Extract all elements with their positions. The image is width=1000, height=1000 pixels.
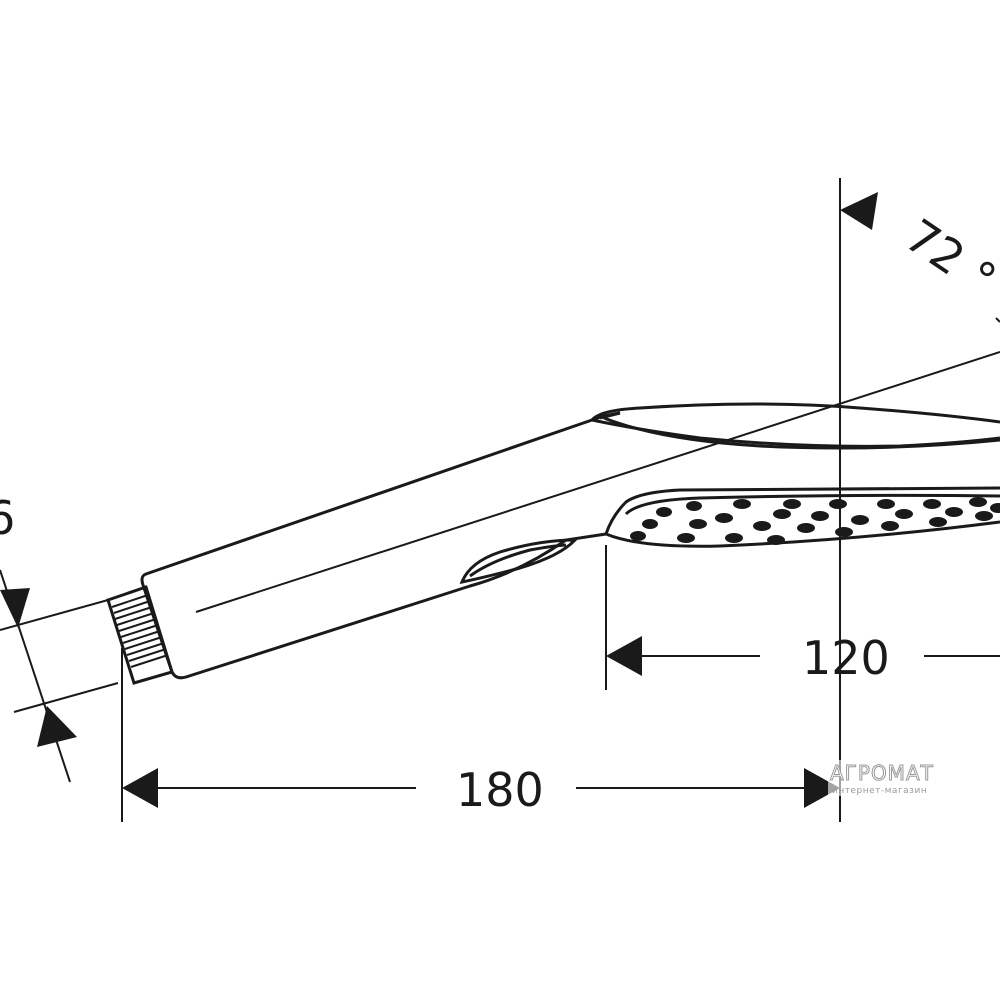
- diameter-arrow-bottom: [37, 706, 77, 747]
- length-arrow-right: [804, 768, 840, 808]
- spray-width-dimension: 120: [606, 631, 1000, 685]
- watermark-title: АГРОМАТ: [830, 761, 934, 785]
- spray-nozzles: [630, 497, 1000, 545]
- angle-arc-stub: [995, 317, 1000, 323]
- head-top-shield: [590, 402, 1000, 448]
- head-top-inner: [603, 416, 1000, 450]
- overall-length-dimension: 180: [122, 763, 840, 817]
- angle-arrow: [840, 192, 878, 230]
- diameter-label: 6: [0, 491, 15, 545]
- left-diameter-dimension: 6: [0, 491, 119, 783]
- diameter-extension-bottom: [13, 682, 119, 713]
- spray-width-arrow-left: [606, 636, 642, 676]
- threaded-connector: [106, 585, 174, 685]
- store-watermark: АГРОМАТ интернет-магазин: [828, 760, 966, 796]
- length-arrow-left: [122, 768, 158, 808]
- spray-width-label: 120: [802, 631, 890, 685]
- diameter-arrow-top: [0, 588, 30, 628]
- handle: [140, 411, 621, 680]
- watermark-background: [828, 760, 966, 796]
- handle-axis-line: [195, 351, 1000, 613]
- spray-face: [604, 486, 1000, 548]
- angle-dimension: 72 °: [840, 192, 1000, 323]
- length-label: 180: [456, 763, 544, 817]
- extension-lines: [121, 178, 1000, 822]
- side-button: [459, 538, 579, 585]
- hand-shower-body: [106, 402, 1000, 685]
- watermark-subtitle: интернет-магазин: [832, 786, 927, 796]
- angle-label: 72 °: [896, 208, 1000, 307]
